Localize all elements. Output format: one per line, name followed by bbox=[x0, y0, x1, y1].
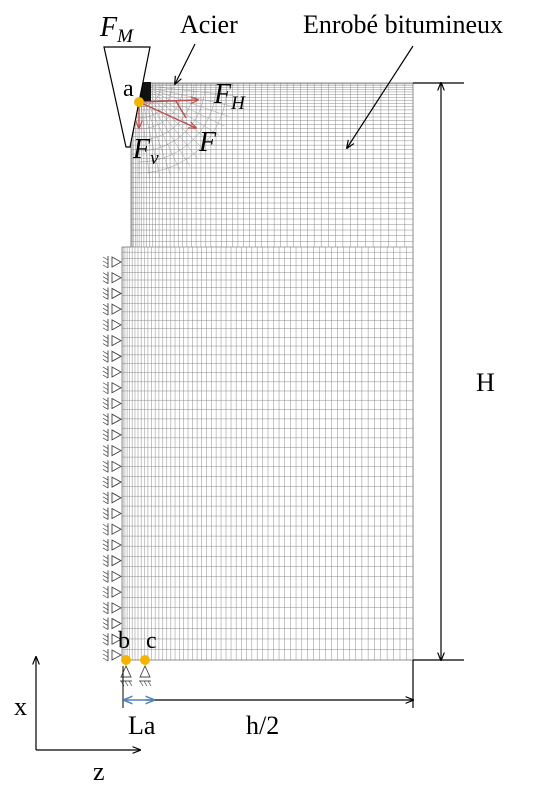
height-dimension bbox=[413, 83, 464, 660]
axis-z-label: z bbox=[93, 757, 105, 786]
enrobe-label: Enrobé bitumineux bbox=[303, 10, 503, 39]
roller-support bbox=[102, 617, 122, 630]
point-c-marker bbox=[140, 655, 150, 665]
mesh-line bbox=[138, 84, 234, 96]
mesh-line bbox=[138, 84, 225, 127]
force-fh-arrow bbox=[138, 100, 198, 102]
force-component-line bbox=[175, 100, 187, 119]
roller-support bbox=[102, 491, 122, 505]
f-label: F bbox=[198, 127, 217, 158]
bottom-pinned-supports bbox=[120, 664, 152, 687]
roller-support bbox=[102, 318, 122, 332]
roller-support bbox=[102, 428, 122, 442]
roller-support bbox=[102, 413, 122, 426]
half-width-dimension bbox=[145, 660, 413, 708]
acier-label: Acier bbox=[180, 10, 238, 39]
cutting-tool bbox=[103, 46, 151, 148]
acier-pointer-arrow bbox=[175, 43, 196, 84]
roller-support bbox=[102, 303, 122, 316]
roller-support bbox=[102, 381, 122, 395]
mesh-line bbox=[138, 84, 214, 145]
mesh-arc bbox=[138, 84, 195, 141]
roller-support bbox=[102, 444, 122, 457]
half-width-label: h/2 bbox=[246, 711, 279, 740]
pinned-support bbox=[139, 664, 152, 687]
height-label: H bbox=[476, 368, 495, 397]
roller-support bbox=[102, 523, 122, 536]
fm-label: FM bbox=[99, 12, 134, 47]
roller-support bbox=[102, 586, 122, 599]
mesh-arc bbox=[138, 84, 173, 119]
roller-support bbox=[102, 649, 122, 662]
point-b-marker bbox=[121, 655, 131, 665]
roller-support bbox=[102, 570, 122, 583]
finite-element-mesh bbox=[121, 82, 414, 661]
coordinate-axes bbox=[36, 657, 140, 750]
fh-label: FH bbox=[213, 79, 246, 114]
point-a-label: a bbox=[123, 76, 134, 102]
roller-support bbox=[102, 460, 122, 473]
force-f-arrow bbox=[138, 101, 196, 128]
roller-support bbox=[102, 476, 122, 489]
mesh-arc bbox=[138, 84, 228, 174]
axis-x-label: x bbox=[14, 692, 27, 721]
point-a-marker bbox=[134, 97, 144, 107]
mesh-arc bbox=[138, 84, 217, 163]
mesh-arc bbox=[138, 84, 206, 152]
roller-support bbox=[102, 538, 122, 552]
roller-support bbox=[102, 271, 122, 285]
roller-support bbox=[102, 256, 122, 269]
roller-support bbox=[102, 554, 122, 567]
roller-support bbox=[102, 366, 122, 379]
enrobe-pointer-arrow bbox=[347, 45, 414, 148]
roller-support bbox=[102, 334, 122, 347]
mesh-arc bbox=[138, 84, 162, 108]
mesh-line bbox=[138, 84, 232, 107]
roller-support bbox=[102, 633, 122, 646]
roller-support bbox=[102, 287, 122, 300]
left-roller-supports bbox=[102, 256, 122, 662]
roller-support bbox=[102, 601, 122, 615]
roller-support bbox=[102, 507, 122, 520]
la-label: La bbox=[128, 711, 156, 740]
point-c-label: c bbox=[146, 628, 157, 654]
pinned-support bbox=[120, 664, 133, 687]
fv-label: Fv bbox=[132, 134, 159, 169]
mesh-line bbox=[138, 84, 220, 136]
point-b-label: b bbox=[118, 628, 130, 654]
la-dimension bbox=[122, 666, 154, 708]
roller-support bbox=[102, 397, 122, 410]
roller-support bbox=[102, 350, 122, 363]
